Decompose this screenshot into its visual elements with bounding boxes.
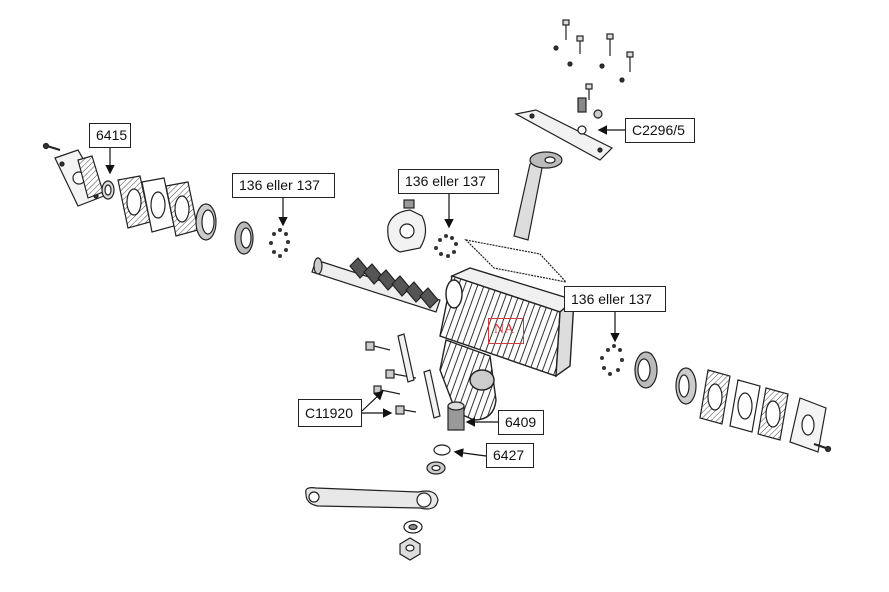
callout-136-eller-137-centre[interactable]: 136 eller 137 [398, 169, 499, 194]
callout-6409[interactable]: 6409 [498, 410, 544, 435]
callout-c2296-5[interactable]: C2296/5 [625, 118, 695, 143]
rocker-shaft [513, 157, 545, 241]
top-cover-plate [514, 109, 614, 161]
drop-arm [305, 487, 439, 510]
top-cover-assembly [513, 19, 634, 241]
callout-6415[interactable]: 6415 [89, 123, 131, 148]
rocker-follower [387, 199, 427, 253]
ball-ring-centre [434, 234, 458, 258]
cover-bolt-right [813, 443, 832, 453]
callout-136-eller-137-right[interactable]: 136 eller 137 [564, 286, 666, 312]
callout-6427[interactable]: 6427 [486, 443, 534, 468]
right-cover-assembly [600, 344, 832, 453]
ball-set-right [600, 344, 624, 376]
worm-shaft [311, 257, 441, 313]
steering-box-housing [439, 267, 576, 421]
na-watermark: NA [488, 318, 524, 344]
ball-set-left [269, 228, 290, 258]
leader-lines [105, 125, 625, 458]
left-cover-assembly [42, 142, 290, 258]
cover-bolt-left [42, 142, 61, 151]
top-cover-bolts [553, 19, 634, 100]
lower-parts [305, 333, 465, 561]
bush-6409 [447, 401, 465, 431]
callout-c11920[interactable]: C11920 [298, 399, 362, 427]
washer-6427 [433, 444, 451, 456]
mounting-bracket [397, 333, 415, 383]
callout-136-eller-137-left[interactable]: 136 eller 137 [232, 173, 335, 198]
